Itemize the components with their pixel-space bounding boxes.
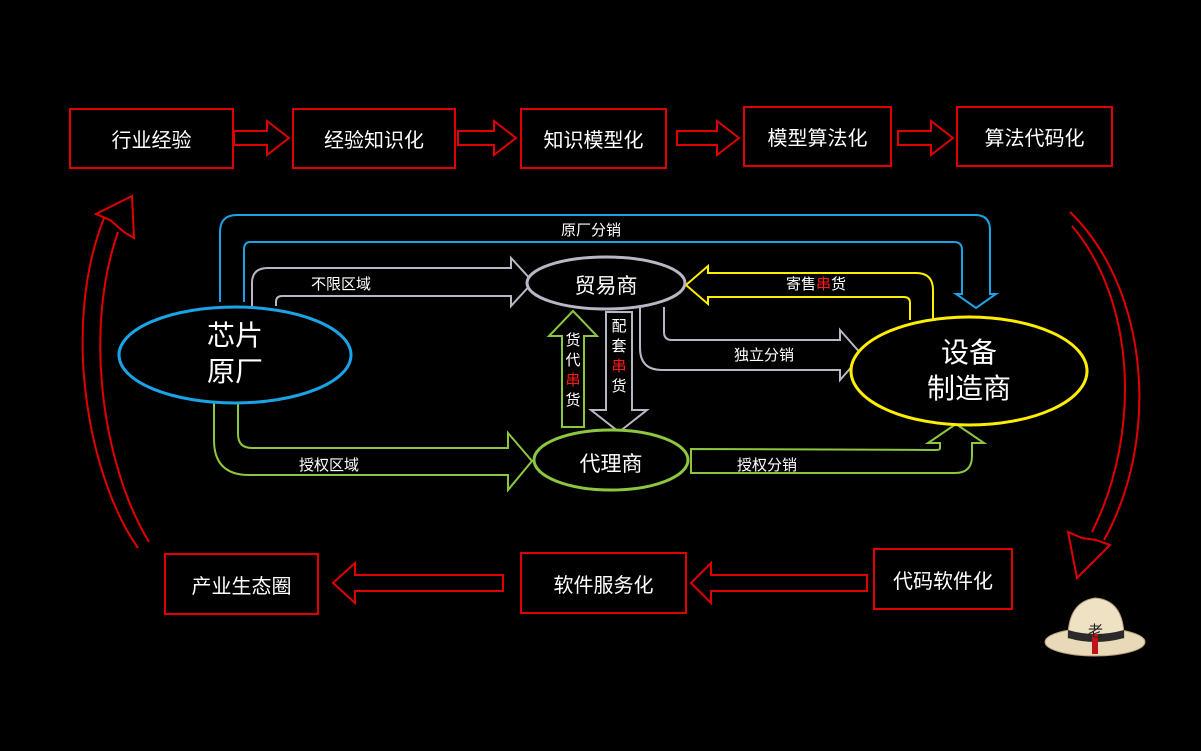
- proxy-char-3: 串: [565, 371, 581, 389]
- authorized-region-arrow: [213, 403, 534, 493]
- unrestricted-region-arrow: [251, 255, 535, 309]
- chip-maker-line1: 芯片: [206, 319, 263, 352]
- matching-char-3: 串: [611, 357, 627, 375]
- top-chain-arrows: [233, 118, 955, 158]
- device-maker-ellipse: [849, 315, 1089, 427]
- chain-arrow-6: [331, 560, 504, 606]
- hat-logo: [1044, 597, 1146, 657]
- independent-distribution-label: 独立分销: [734, 346, 795, 364]
- chain-label: 知识模型化: [543, 128, 644, 152]
- matching-label: 配 套 串 货: [610, 316, 628, 396]
- chain-box-model-algorithm: 模型算法化: [743, 106, 892, 167]
- chain-box-algorithm-code: 算法代码化: [956, 106, 1113, 167]
- device-maker-line2: 制造商: [926, 372, 1011, 405]
- consignment-text-a: 寄售: [786, 275, 817, 293]
- consignment-label: 寄售串货: [786, 273, 846, 294]
- chain-arrow-1: [233, 118, 291, 158]
- hat-seal: [1092, 634, 1098, 654]
- chip-maker-label: 芯片 原厂: [175, 318, 295, 390]
- matching-arrow: [588, 311, 650, 434]
- device-maker-line1: 设备: [940, 336, 997, 369]
- chip-maker-ellipse: [117, 305, 353, 405]
- chain-arrow-2: [457, 118, 518, 158]
- unrestricted-region-label: 不限区域: [311, 275, 372, 293]
- chain-label: 软件服务化: [553, 572, 654, 597]
- bottom-chain-arrows: [331, 560, 868, 606]
- proxy-char-2: 代: [565, 351, 581, 369]
- left-cycle-arrow: [81, 194, 150, 549]
- proxy-char-1: 货: [565, 331, 581, 349]
- trader-label: 贸易商: [574, 274, 638, 298]
- hat-logo-char: 老: [1088, 622, 1104, 640]
- right-cycle-arrow: [1066, 211, 1141, 581]
- authorized-distribution-arrow: [690, 422, 988, 474]
- chain-label: 行业经验: [111, 128, 192, 152]
- chain-label: 模型算法化: [767, 126, 868, 150]
- matching-char-4: 货: [611, 377, 627, 395]
- trader-ellipse: [525, 255, 687, 311]
- matching-char-2: 套: [611, 337, 627, 355]
- chain-box-code-software: 代码软件化: [873, 548, 1013, 610]
- chain-arrow-3: [676, 118, 741, 158]
- authorized-distribution-label: 授权分销: [737, 456, 798, 474]
- origin-distribution-arrow: [219, 214, 1000, 310]
- authorized-region-label: 授权区域: [299, 456, 360, 474]
- matching-char-1: 配: [611, 317, 627, 335]
- chain-label: 产业生态圈: [191, 573, 292, 598]
- proxy-arrow: [546, 309, 600, 428]
- origin-distribution-label: 原厂分销: [561, 221, 622, 239]
- chain-box-industry-ecosystem: 产业生态圈: [164, 553, 319, 615]
- chain-label: 代码软件化: [893, 568, 993, 593]
- chain-box-software-service: 软件服务化: [520, 552, 687, 614]
- chain-arrow-4: [897, 118, 955, 158]
- chain-label: 算法代码化: [984, 126, 1085, 150]
- agent-label: 代理商: [579, 452, 643, 476]
- proxy-char-4: 货: [565, 391, 581, 409]
- chain-label: 经验知识化: [324, 128, 424, 152]
- consignment-text-c: 货: [831, 275, 847, 293]
- device-maker-label: 设备 制造商: [889, 335, 1049, 407]
- chain-arrow-5: [689, 560, 868, 606]
- consignment-text-b: 串: [816, 275, 832, 293]
- chain-box-knowledge-model: 知识模型化: [520, 108, 667, 169]
- chip-maker-line2: 原厂: [206, 355, 263, 388]
- chain-box-industry-experience: 行业经验: [69, 108, 234, 169]
- proxy-label: 货 代 串 货: [564, 330, 582, 410]
- chain-box-experience-knowledge: 经验知识化: [292, 108, 456, 169]
- agent-ellipse: [532, 428, 690, 492]
